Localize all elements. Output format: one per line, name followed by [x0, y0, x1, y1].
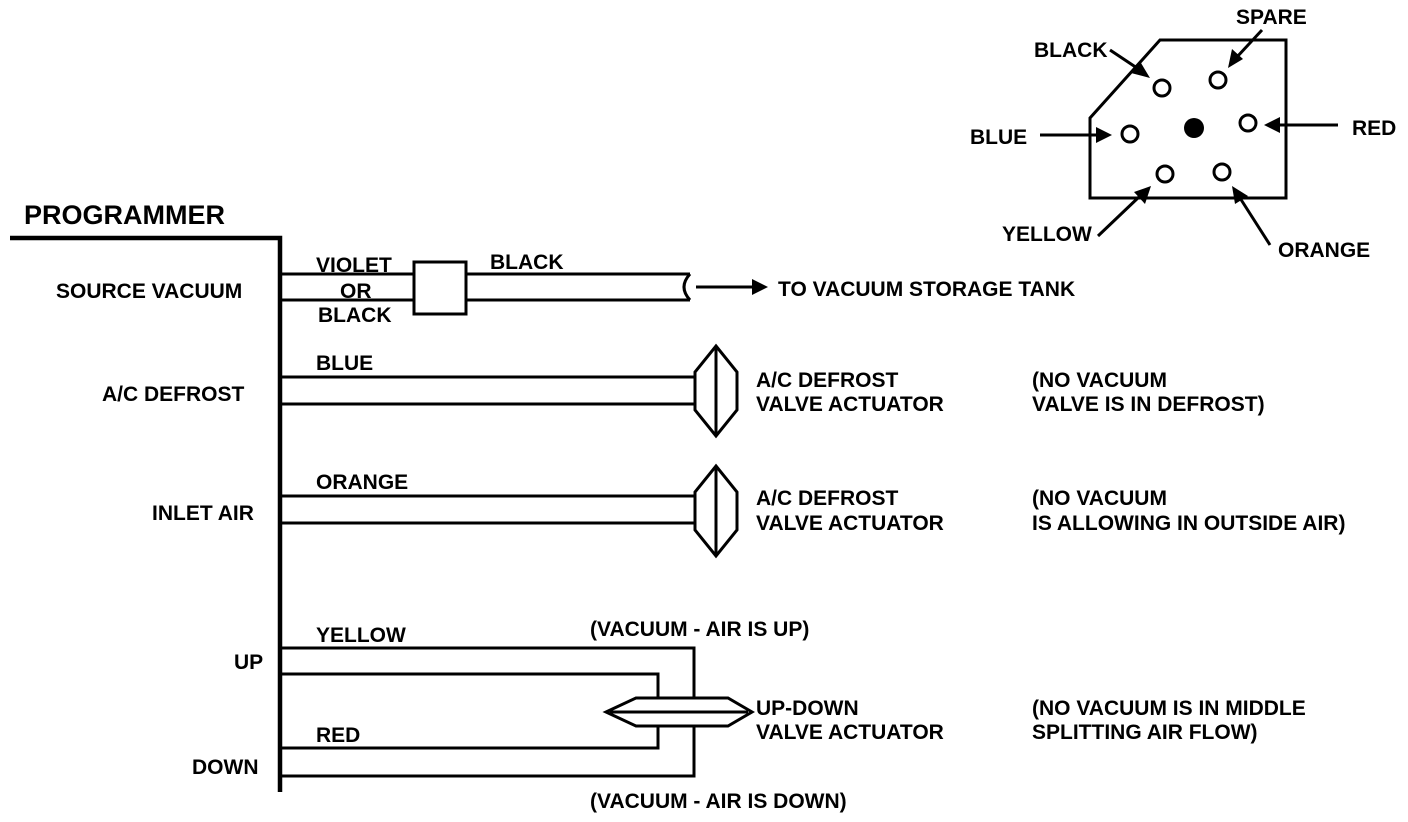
updown-actuator-label-1: UP-DOWN	[756, 697, 859, 720]
port-black	[1152, 78, 1172, 98]
port-center-solid	[1184, 118, 1204, 138]
connector-outline	[1088, 38, 1288, 200]
vacuum-up-note: (VACUUM - AIR IS UP)	[590, 618, 809, 641]
arrow-to-tank	[752, 279, 768, 295]
label-down: DOWN	[192, 756, 259, 779]
defrost-note-1: (NO VACUUM	[1032, 369, 1167, 392]
vacuum-down-note: (VACUUM - AIR IS DOWN)	[590, 790, 847, 813]
port-orange	[1212, 162, 1232, 182]
label-inlet-air: INLET AIR	[152, 502, 254, 525]
hose-color-or: OR	[340, 280, 372, 303]
inlet-actuator-label-2: VALVE ACTUATOR	[756, 512, 944, 535]
arrow-orange	[1232, 186, 1248, 204]
hose-color-orange: ORANGE	[316, 471, 408, 494]
programmer-outline	[10, 235, 283, 792]
arrow-spare	[1228, 49, 1243, 68]
port-blue	[1120, 124, 1140, 144]
connector-label-spare: SPARE	[1236, 6, 1307, 29]
hose-color-violet: VIOLET	[316, 254, 392, 277]
hose-color-red: RED	[316, 724, 360, 747]
defrost-actuator-label-2: VALVE ACTUATOR	[756, 393, 944, 416]
connector-label-black: BLACK	[1034, 39, 1108, 62]
connector-label-blue: BLUE	[970, 126, 1027, 149]
connector-arrows	[1040, 28, 1338, 246]
label-up: UP	[234, 651, 263, 674]
connector-label-orange: ORANGE	[1278, 239, 1370, 262]
arrow-yellow	[1134, 186, 1151, 204]
hose-color-black: BLACK	[318, 304, 392, 327]
updown-note-2: SPLITTING AIR FLOW)	[1032, 721, 1258, 744]
label-source-vacuum: SOURCE VACUUM	[56, 280, 242, 303]
hose-color-yellow: YELLOW	[316, 624, 406, 647]
connector-label-red: RED	[1352, 117, 1396, 140]
up-down-hoses	[280, 646, 696, 778]
arrow-blue	[1096, 127, 1112, 143]
updown-actuator-label-2: VALVE ACTUATOR	[756, 721, 944, 744]
defrost-note-2: VALVE IS IN DEFROST)	[1032, 393, 1265, 416]
arrow-black	[1131, 63, 1150, 78]
port-yellow	[1155, 164, 1175, 184]
hose-color-black-tank: BLACK	[490, 251, 564, 274]
inlet-note-2: IS ALLOWING IN OUTSIDE AIR)	[1032, 512, 1345, 535]
source-vacuum-hose	[280, 260, 768, 316]
inlet-note-1: (NO VACUUM	[1032, 487, 1167, 510]
inlet-actuator-label-1: A/C DEFROST	[756, 487, 899, 510]
label-ac-defrost: A/C DEFROST	[102, 383, 245, 406]
connector-label-yellow: YELLOW	[1002, 223, 1092, 246]
inlet-air-hose	[280, 494, 697, 525]
defrost-hose	[280, 375, 697, 406]
updown-note-1: (NO VACUUM IS IN MIDDLE	[1032, 697, 1306, 720]
hose-connector-block	[412, 260, 468, 316]
programmer-title: PROGRAMMER	[24, 200, 225, 230]
connector-face	[1088, 38, 1288, 200]
arrow-red	[1264, 117, 1280, 133]
port-red	[1238, 113, 1258, 133]
port-spare	[1208, 70, 1228, 90]
defrost-actuator-label-1: A/C DEFROST	[756, 369, 899, 392]
storage-tank-label: TO VACUUM STORAGE TANK	[778, 278, 1075, 301]
hose-color-blue: BLUE	[316, 352, 373, 375]
